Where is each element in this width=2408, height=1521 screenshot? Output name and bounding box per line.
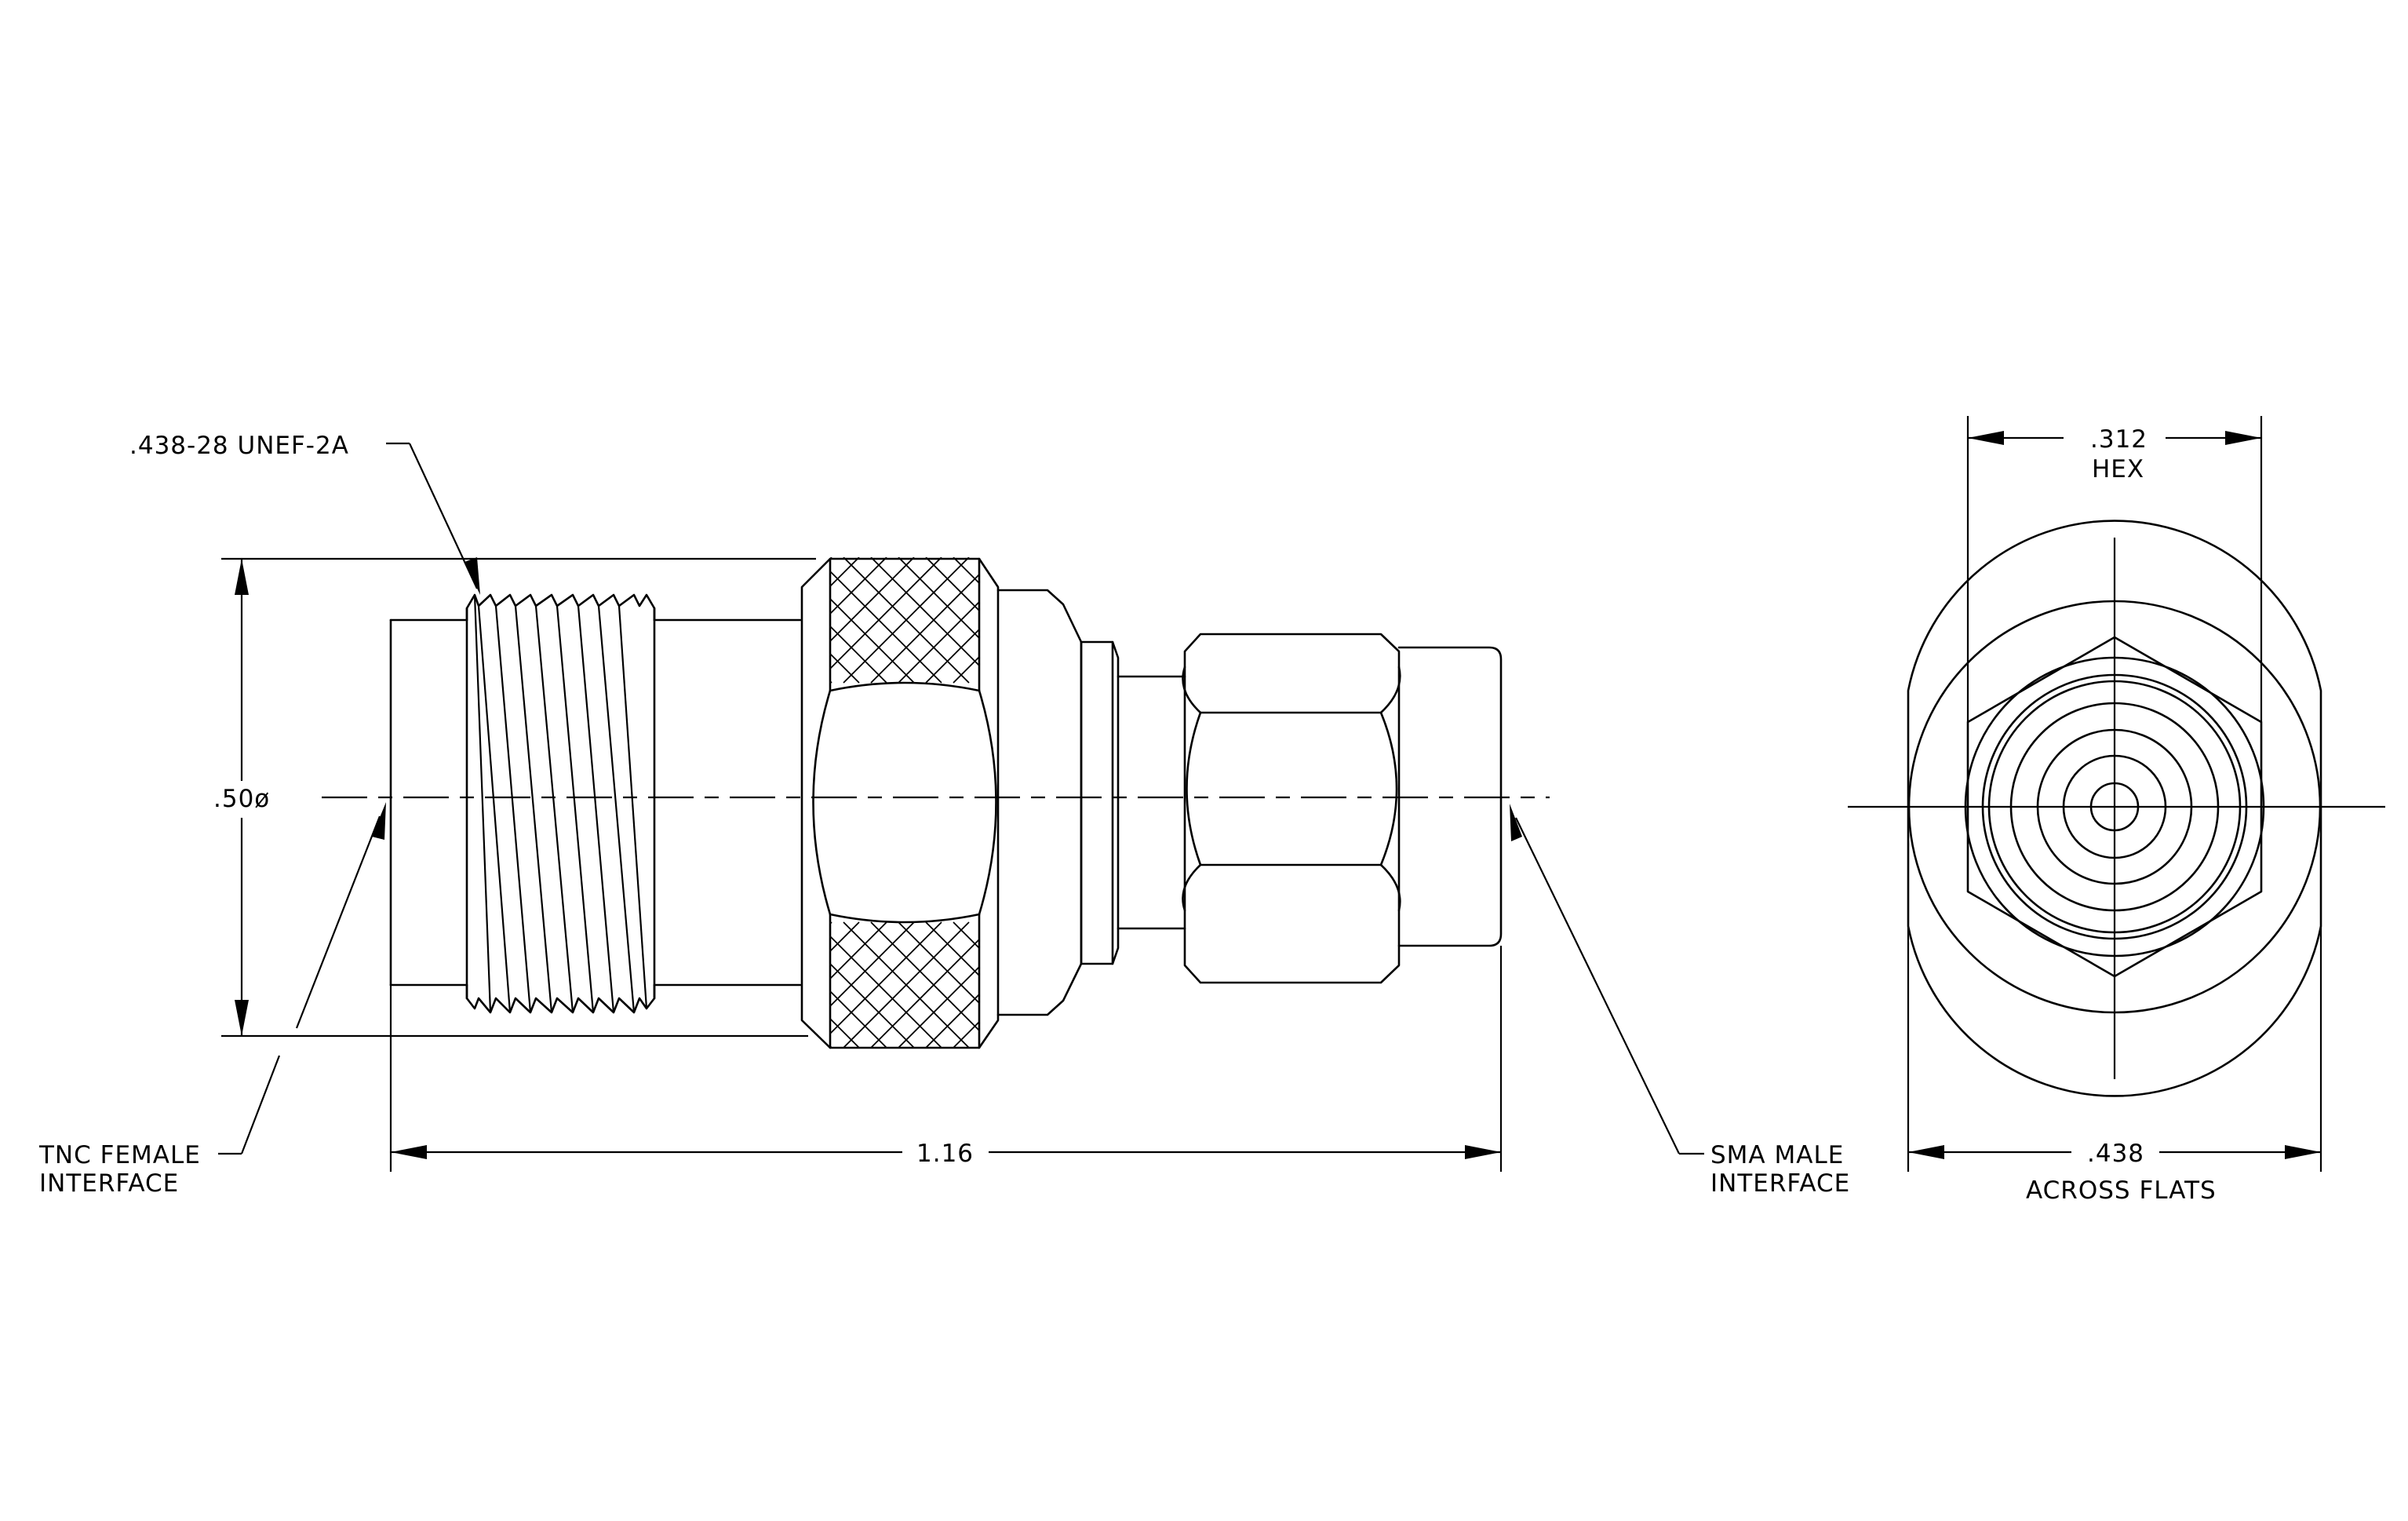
length-dimension [389, 946, 1503, 1172]
thread-callout-label: .438-28 UNEF-2A [129, 432, 349, 460]
end-view [1848, 416, 2385, 1172]
knurl-pattern-bottom [830, 921, 979, 1048]
tnc-front-lip [389, 618, 468, 987]
tnc-interface-leader [218, 802, 386, 1155]
transition-step [996, 589, 1083, 1016]
sma-neck [1117, 675, 1186, 930]
hex-dimension [1966, 416, 2263, 722]
tnc-body [653, 618, 802, 987]
length-label: 1.16 [916, 1140, 974, 1168]
flats-value-label: .438 [2087, 1140, 2144, 1168]
flats-text-label: ACROSS FLATS [2026, 1176, 2217, 1205]
tnc-threaded-section [465, 593, 656, 1014]
hex-text-label: HEX [2092, 455, 2144, 483]
sma-hex-nut [1182, 633, 1401, 984]
knurl-pattern-top [830, 557, 979, 684]
sma-interface-label-line2: INTERFACE [1710, 1169, 1850, 1198]
sma-interface-label-line1: SMA MALE [1710, 1141, 1844, 1169]
sma-interface-leader [1510, 804, 1704, 1155]
side-view [218, 442, 1704, 1172]
thread-leader [386, 442, 480, 595]
tnc-interface-label-line2: INTERFACE [39, 1169, 179, 1198]
diameter-dimension [221, 557, 816, 1038]
sma-collar [1080, 640, 1120, 965]
tnc-interface-label-line1: TNC FEMALE [38, 1141, 201, 1169]
knurled-nut [800, 557, 1000, 1049]
diameter-label: .50ø [213, 785, 270, 813]
flats-dimension [1907, 926, 2322, 1172]
hex-value-label: .312 [2090, 425, 2148, 454]
